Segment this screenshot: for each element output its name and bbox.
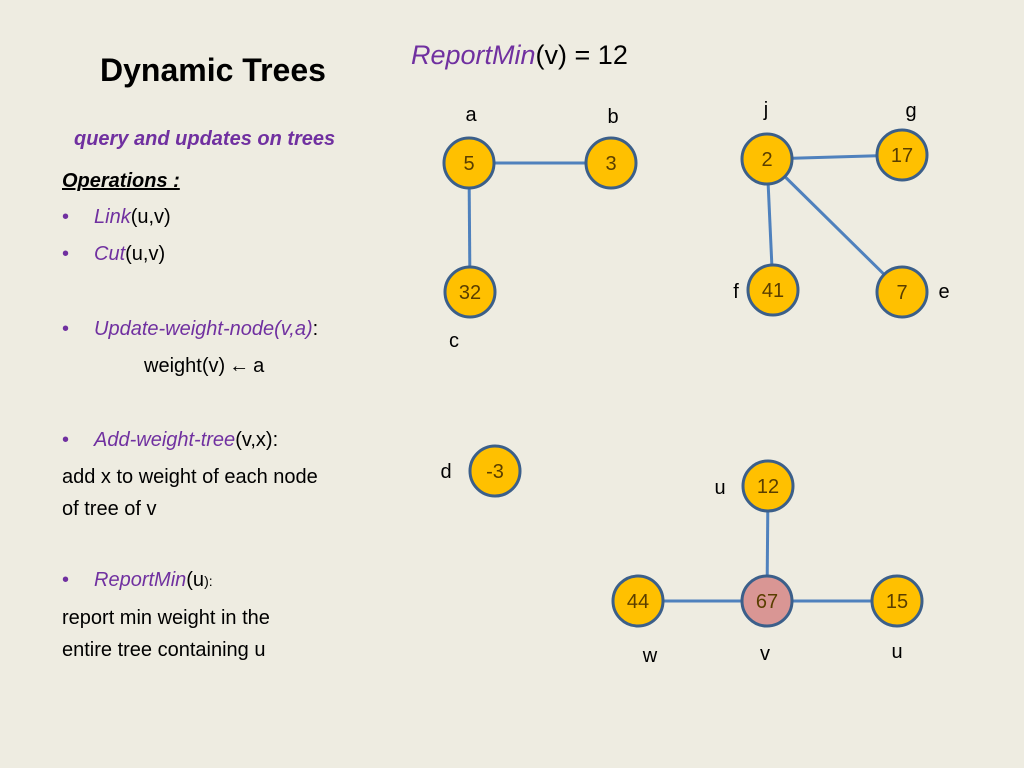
node-label-j: j [763,99,768,121]
node-weight-j: 2 [761,149,772,171]
node-e [875,265,929,319]
reportmin-formula: ReportMin(v) = 12 [411,40,628,71]
slide-title: Dynamic Trees [100,52,326,88]
op-update-name: Update-weight-node [94,318,275,340]
node-label-g: g [905,100,916,122]
op-update-args: (v,a) [274,318,313,340]
node-weight-e: 7 [896,282,907,304]
node-w [611,574,665,628]
bullet-dot: • [62,243,70,265]
node-label-u_top: u [714,477,725,499]
node-label-d: d [440,461,451,483]
node-label-b: b [607,106,618,128]
node-weight-c: 32 [459,282,481,304]
bullet-cut: • Cut(u,v) [62,243,165,266]
op-link-name: Link [94,206,131,228]
node-weight-a: 5 [463,153,474,175]
op-link-args: (u,v) [130,206,171,228]
update-detail: weight(v)←a [144,350,264,382]
node-weight-v: 67 [756,591,778,613]
left-arrow-icon: ← [229,355,250,377]
node-weight-f: 41 [762,280,784,302]
op-add-args: (v,x): [235,429,279,451]
node-g [875,128,929,182]
add-detail-line1: add x to weight of each node [62,466,318,488]
node-j [740,132,794,186]
bullet-add-weight-tree: • Add-weight-tree(v,x): [62,429,278,452]
op-report-args: (u [186,569,205,591]
op-cut-name: Cut [94,243,126,265]
node-weight-b: 3 [605,153,616,175]
node-label-e: e [938,281,949,303]
op-update-colon: : [312,318,319,340]
op-add-name: Add-weight-tree [94,429,236,451]
node-d [468,444,522,498]
node-weight-u_right: 15 [886,591,908,613]
node-u_top [741,459,795,513]
node-a [442,136,496,190]
formula-rest: (v) = 12 [535,40,628,70]
bullet-link: • Link(u,v) [62,206,171,229]
subtitle: query and updates on trees [74,128,336,150]
node-label-a: a [465,104,477,126]
update-detail-left: weight(v) [144,355,226,377]
add-detail-line2: of tree of v [62,498,157,520]
formula-function: ReportMin [411,40,536,70]
add-detail: add x to weight of each node of tree of … [62,461,318,525]
edge-j-e [765,157,904,294]
op-report-name: ReportMin [94,569,187,591]
node-label-c: c [449,330,459,352]
node-label-w: w [642,645,658,667]
bullet-dot: • [62,206,70,228]
node-c [443,265,497,319]
node-weight-w: 44 [627,591,649,613]
node-label-f: f [733,281,739,303]
bullet-update-weight-node: • Update-weight-node(v,a): [62,318,318,341]
operations-heading: Operations : [62,170,180,192]
node-label-v: v [760,643,770,665]
node-f [746,263,800,317]
op-report-args-tail: ): [204,573,213,589]
op-cut-args: (u,v) [125,243,166,265]
node-b [584,136,638,190]
node-u_right [870,574,924,628]
bullet-dot: • [62,569,70,591]
report-detail-line1: report min weight in the [62,607,270,629]
bullet-reportmin: • ReportMin(u): [62,569,213,592]
report-detail-line2: entire tree containing u [62,639,266,661]
bullet-dot: • [62,318,70,340]
node-weight-u_top: 12 [757,476,779,498]
node-v [740,574,794,628]
node-label-u_right: u [891,641,902,663]
update-detail-right: a [253,355,265,377]
node-weight-d: -3 [486,461,504,483]
bullet-dot: • [62,429,70,451]
node-weight-g: 17 [891,145,913,167]
report-detail: report min weight in the entire tree con… [62,602,270,666]
